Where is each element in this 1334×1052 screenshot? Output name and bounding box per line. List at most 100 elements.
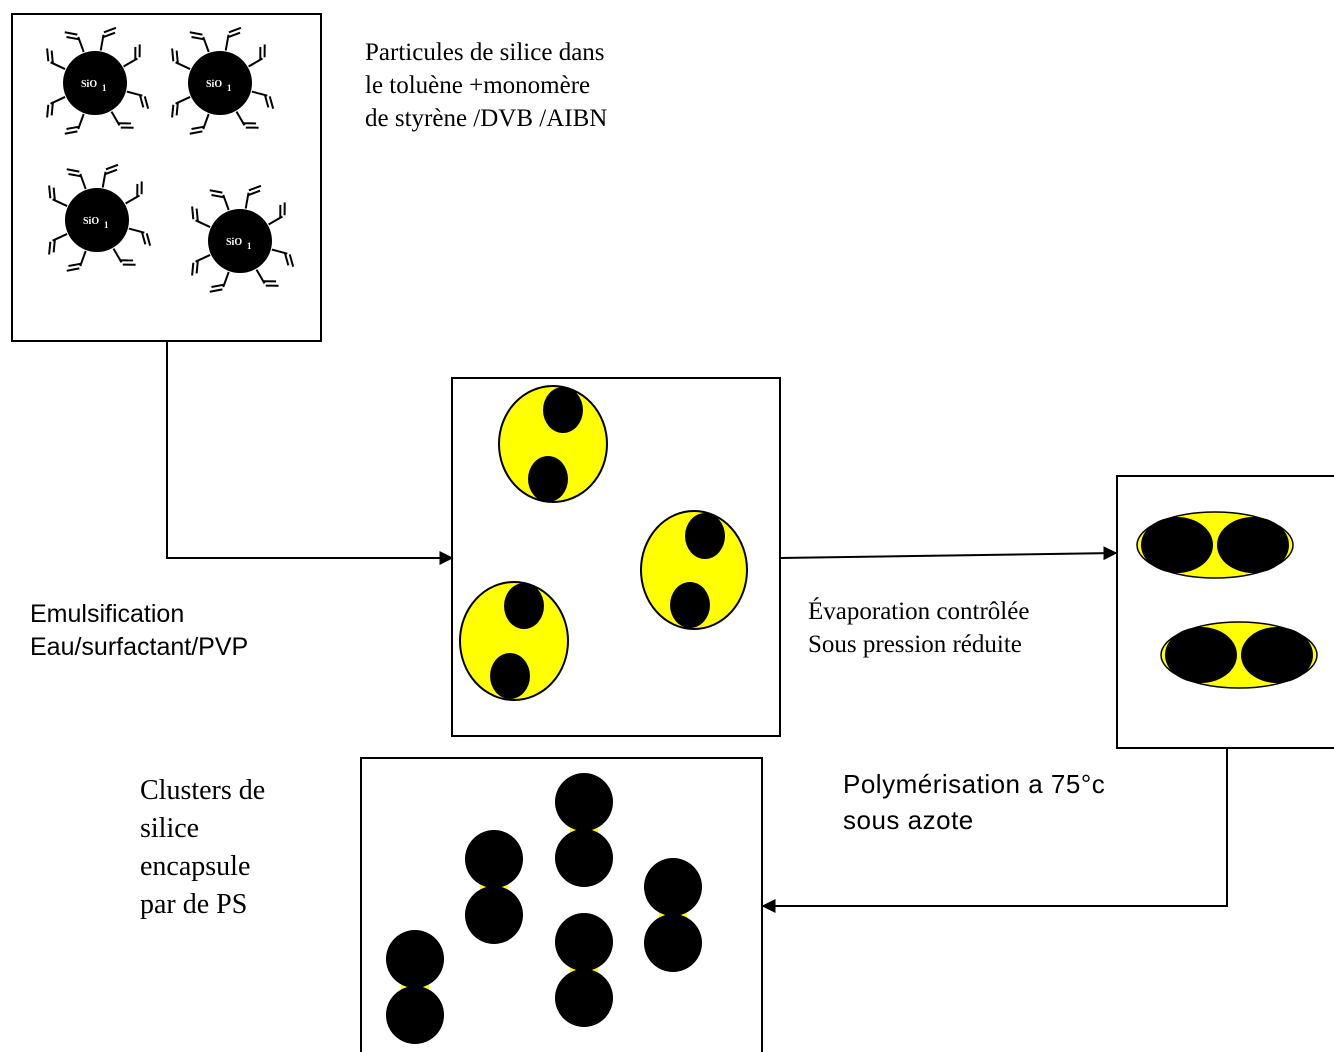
vinyl-ligand — [64, 31, 85, 53]
clusters-label: Clusters de silice encapsule par de PS — [140, 772, 265, 924]
sio2-symbol: SiO — [206, 79, 222, 90]
vinyl-ligand — [126, 90, 150, 109]
vinyl-ligand — [123, 44, 141, 68]
polymerisation-line-2: sous azote — [843, 805, 974, 835]
vinyl-ligand — [64, 113, 85, 135]
encapsulated-cluster — [555, 773, 613, 887]
vinyl-ligand — [209, 189, 230, 211]
sio2-symbol: SiO — [83, 216, 99, 227]
functionalized-silica-particle: SiO 1 — [46, 26, 150, 135]
vinyl-ligand — [248, 44, 266, 68]
polymerisation-label: Polymérisation a 75°c sous azote — [843, 766, 1105, 838]
vinyl-ligand — [46, 48, 66, 70]
sio2-symbol: SiO — [226, 237, 242, 248]
vinyl-ligand — [255, 269, 279, 287]
vinyl-ligand — [235, 111, 259, 129]
encapsulated-cluster — [386, 930, 444, 1044]
sio2-subscript: 1 — [247, 241, 252, 251]
clusters-group — [386, 773, 702, 1044]
sio2-subscript: 1 — [102, 83, 107, 93]
silica-sphere — [208, 209, 272, 273]
clusters-line-2: silice — [140, 813, 200, 844]
vinyl-ligand — [171, 48, 191, 70]
vinyl-ligand — [268, 202, 286, 226]
emulsion-droplet — [498, 385, 608, 503]
vinyl-ligand — [191, 254, 211, 276]
sio2-subscript: 1 — [104, 220, 109, 230]
silica-particle — [543, 387, 583, 433]
silica-particle — [386, 986, 444, 1044]
silica-particles-line-2: le toluène +monomère — [365, 72, 591, 99]
clusters-line-4: par de PS — [140, 889, 248, 920]
silica-particles-line-1: Particules de silice dans — [365, 39, 605, 66]
encapsulated-cluster — [465, 830, 523, 944]
emulsification-label: Emulsification Eau/surfactant/PVP — [30, 598, 248, 664]
vinyl-ligand — [110, 111, 134, 129]
functionalized-silica-particle: SiO 1 — [48, 163, 152, 272]
functionalized-silica-particle: SiO 1 — [171, 26, 275, 135]
vinyl-ligand — [66, 250, 87, 272]
flattened-droplet — [1136, 511, 1294, 579]
emulsification-arrow — [166, 341, 454, 565]
silica-particle — [644, 858, 702, 916]
silica-particle — [504, 583, 544, 629]
silica-particle — [670, 582, 710, 628]
vinyl-ligand — [189, 31, 210, 53]
vinyl-ligand — [101, 163, 119, 188]
stage1-box — [11, 13, 322, 342]
emulsion-droplet — [640, 510, 748, 630]
vinyl-ligand — [189, 113, 210, 135]
evaporation-label: Évaporation contrôlée Sous pression rédu… — [808, 595, 1029, 661]
emulsification-line-1: Emulsification — [30, 600, 185, 628]
vinyl-ligand — [128, 227, 152, 246]
emulsion-droplet — [459, 581, 569, 701]
silica-particle — [465, 830, 523, 888]
clusters-line-1: Clusters de — [140, 775, 266, 806]
silica-particle — [1241, 627, 1313, 683]
vinyl-ligand — [224, 26, 242, 51]
polymerisation-arrow — [761, 748, 1228, 913]
vinyl-ligand — [191, 206, 211, 228]
silica-particle — [685, 513, 725, 559]
vinyl-ligand — [251, 90, 275, 109]
vinyl-ligand — [112, 248, 136, 266]
silica-particle — [1217, 517, 1289, 573]
silica-particle — [465, 886, 523, 944]
silica-particles-label: Particules de silice dans le toluène +mo… — [365, 36, 607, 135]
flattened-droplet — [1160, 621, 1318, 689]
encapsulated-cluster — [555, 913, 613, 1027]
vinyl-ligand — [125, 181, 143, 205]
silica-particle — [555, 913, 613, 971]
evaporated-droplets — [1136, 511, 1318, 689]
vinyl-ligand — [171, 96, 191, 118]
silica-sphere — [65, 188, 129, 252]
silica-particle — [386, 930, 444, 988]
vinyl-ligand — [48, 185, 68, 207]
silica-particles-line-3: de styrène /DVB /AIBN — [365, 105, 608, 132]
encapsulated-cluster — [644, 858, 702, 972]
silica-particle — [555, 829, 613, 887]
evaporation-line-2: Sous pression réduite — [808, 631, 1022, 658]
emulsification-line-2: Eau/surfactant/PVP — [30, 633, 249, 661]
vinyl-ligand — [271, 248, 295, 267]
silica-particle — [555, 773, 613, 831]
silica-sphere — [63, 51, 127, 115]
silica-particle — [528, 456, 568, 502]
vinyl-ligand — [66, 168, 87, 190]
vinyl-ligand — [209, 271, 230, 293]
polymerisation-line-1: Polymérisation a 75°c — [843, 769, 1106, 799]
vinyl-ligand — [99, 26, 117, 51]
silica-sphere — [188, 51, 252, 115]
silica-particle — [555, 969, 613, 1027]
evaporation-arrow — [779, 546, 1118, 561]
evaporation-line-1: Évaporation contrôlée — [808, 598, 1030, 625]
sio2-symbol: SiO — [81, 79, 97, 90]
silica-particle — [1141, 517, 1213, 573]
vinyl-ligand — [48, 233, 68, 255]
silica-particle — [644, 914, 702, 972]
sio2-subscript: 1 — [227, 83, 232, 93]
vinyl-ligand — [46, 96, 66, 118]
silica-particle — [490, 653, 530, 699]
